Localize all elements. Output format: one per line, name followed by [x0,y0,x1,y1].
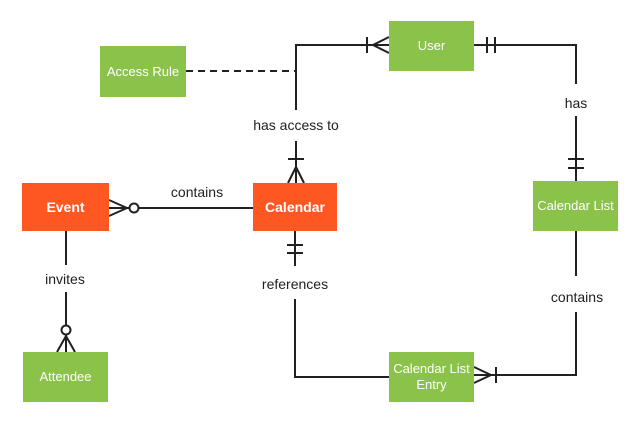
relationship-label-contains-event: contains [168,184,226,200]
crows-foot-leg [108,199,128,209]
cardinality-zero-circle [128,202,140,214]
entity-label: Calendar List [537,198,614,213]
entity-label: User [417,38,446,53]
crows-foot-leg [473,374,492,384]
entity-calendar-list-entry: Calendar List Entry [389,352,474,402]
cardinality-zero-circle [60,324,72,336]
crows-foot-leg [108,207,128,217]
relationship-label-has-access-to: has access to [251,117,341,133]
entity-label: Event [46,199,85,215]
entity-calendar: Calendar [253,183,337,231]
entity-attendee: Attendee [23,352,108,402]
connector-contains-list-entry [473,231,577,384]
entity-event: Event [22,183,109,231]
connector-has-access-to [287,36,390,184]
crows-foot-leg [372,36,390,46]
entity-label: Calendar [265,199,325,215]
connector-has [474,37,584,181]
entity-calendar-list: Calendar List [533,181,618,231]
crows-foot-leg [295,166,305,184]
connector-references [287,231,389,378]
crows-foot-leg [56,335,67,353]
relationship-label-invites: invites [43,271,87,287]
relationship-label-has: has [562,95,590,111]
relationship-label-references: references [259,276,331,292]
entity-access-rule: Access Rule [100,46,186,97]
crows-foot-leg [473,366,492,376]
entity-label: Calendar List Entry [393,361,470,392]
entity-label: Attendee [39,369,92,384]
connector-contains-event-calendar [108,199,253,217]
entity-label: Access Rule [106,63,180,79]
crows-foot-leg [287,166,297,184]
crows-foot-leg [372,44,390,54]
crows-foot-leg [65,335,76,353]
entity-user: User [389,21,474,71]
connector-invites [56,231,76,353]
relationship-label-contains-list: contains [548,289,606,305]
